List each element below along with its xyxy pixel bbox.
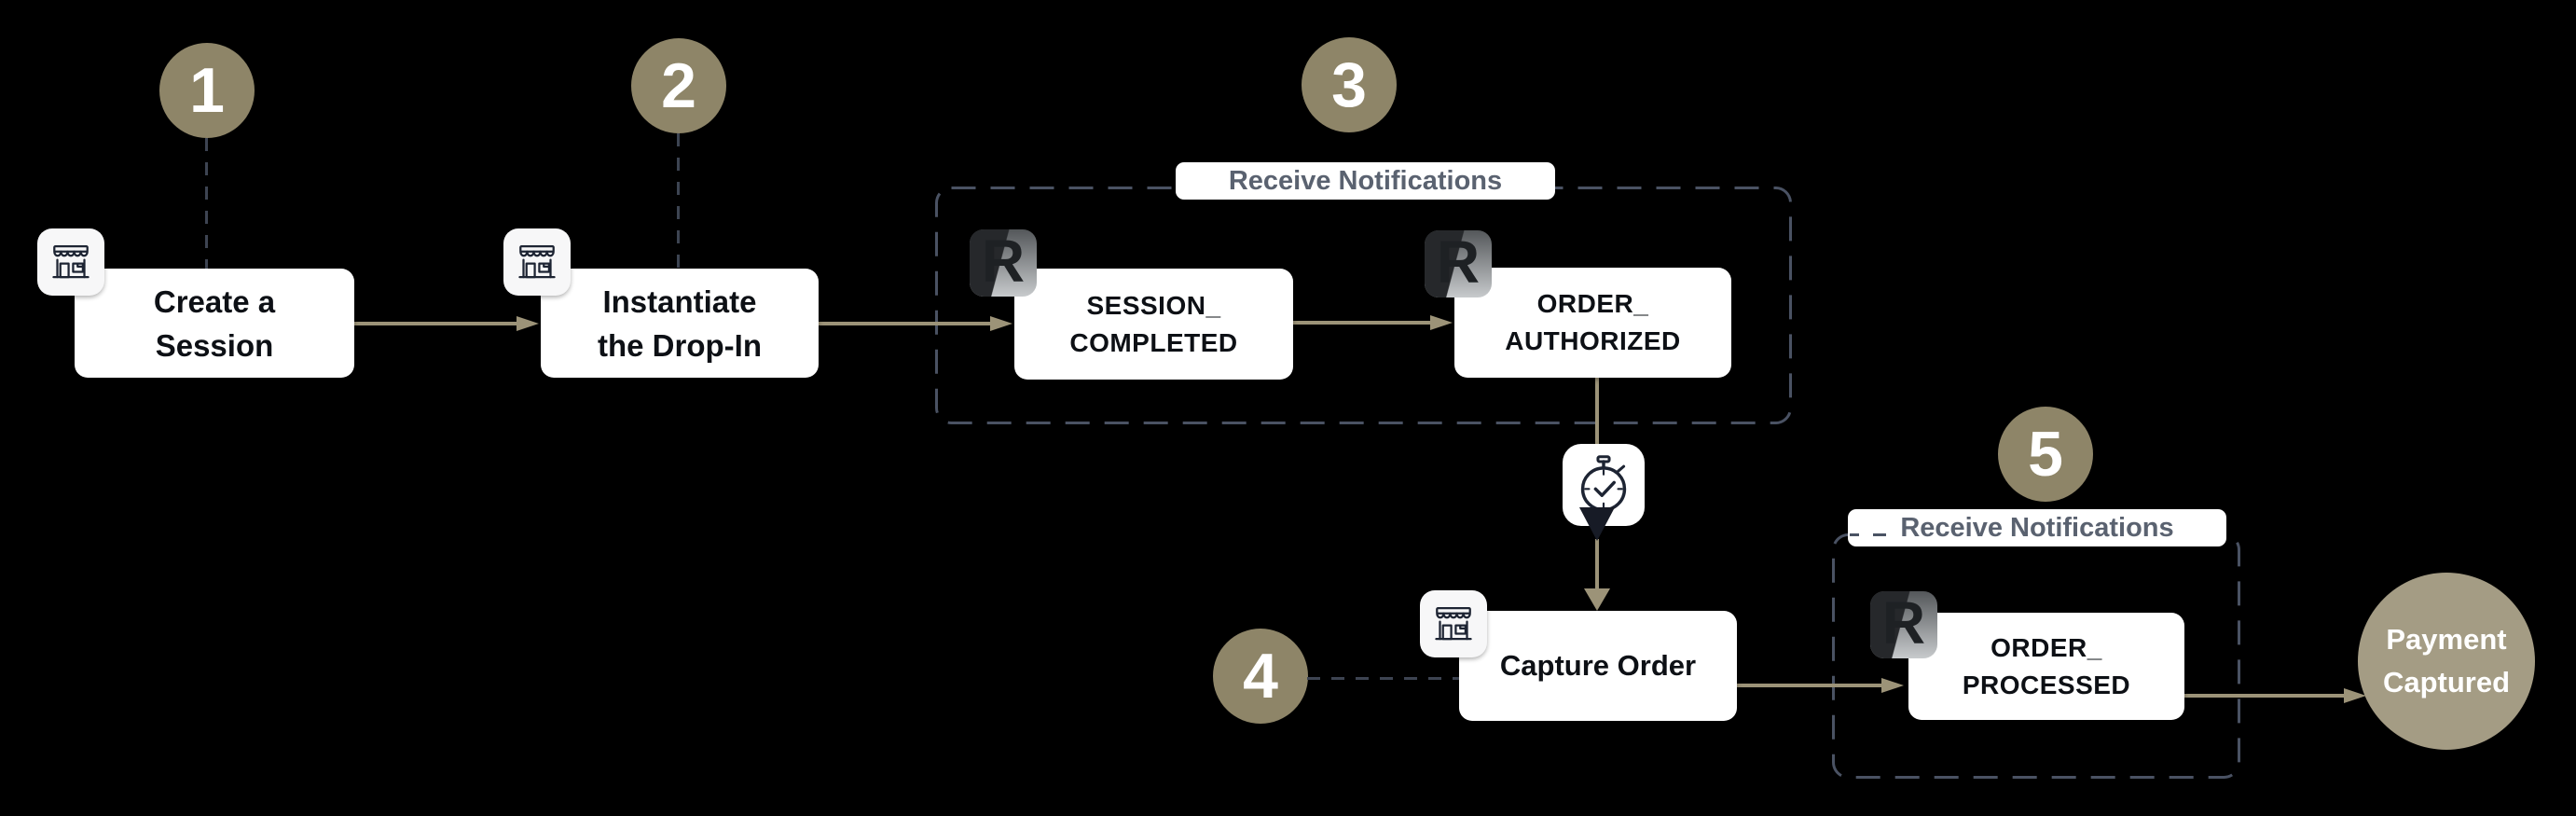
step-3-badge: 3	[1302, 37, 1397, 132]
arrowhead-timer-capture	[1584, 588, 1610, 611]
node-order-processed-line2: PROCESSED	[1962, 670, 2131, 699]
terminal-line2: Captured	[2382, 666, 2511, 698]
terminal-payment-captured: Payment Captured	[2358, 573, 2535, 750]
storefront-icon	[503, 228, 571, 296]
brand-r-icon: R	[970, 229, 1037, 297]
connector-2-3	[819, 322, 990, 325]
group-2-caption: Receive Notifications	[1848, 509, 2226, 546]
arrowhead-1-2	[517, 316, 539, 331]
step-2-badge: 2	[631, 38, 726, 133]
group-2-caption-text: Receive Notifications	[1900, 512, 2174, 543]
brand-r-letter: R	[981, 229, 1026, 295]
arrowhead-2-3	[990, 316, 1012, 331]
step-2-number: 2	[661, 50, 696, 121]
brand-r-icon: R	[1425, 230, 1492, 297]
node-capture-order-label: Capture Order	[1499, 649, 1697, 682]
brand-r-letter: R	[1436, 230, 1481, 296]
connector-1-2	[354, 322, 517, 325]
node-order-processed-line1: ORDER_	[1991, 632, 2102, 662]
arrowhead-session-order	[1430, 315, 1453, 330]
group-1-caption: Receive Notifications	[1176, 162, 1555, 200]
storefront-icon	[1420, 590, 1487, 657]
node-order-authorized-line1: ORDER_	[1536, 289, 1649, 318]
connector-step1-dashed	[205, 138, 208, 269]
node-session-completed: SESSION_ COMPLETED	[1014, 269, 1293, 380]
node-create-session-line1: Create a	[153, 284, 276, 319]
node-instantiate-dropin-line1: Instantiate	[602, 284, 757, 319]
brand-r-letter: R	[1881, 591, 1926, 657]
caption-border-dash	[1850, 533, 1859, 536]
step-1-badge: 1	[159, 43, 255, 138]
connector-capture-processed	[1737, 684, 1881, 687]
node-order-authorized-line2: AUTHORIZED	[1505, 326, 1681, 355]
connector-step2-dashed	[677, 133, 680, 269]
group-1-caption-text: Receive Notifications	[1228, 165, 1503, 196]
node-order-authorized: ORDER_ AUTHORIZED	[1454, 268, 1731, 378]
caption-border-dash	[1873, 533, 1886, 536]
node-session-completed-line1: SESSION_	[1086, 290, 1221, 320]
node-instantiate-dropin: Instantiate the Drop-In	[541, 269, 819, 378]
step-4-number: 4	[1243, 641, 1278, 712]
step-5-badge: 5	[1998, 407, 2093, 502]
node-create-session-line2: Session	[155, 327, 274, 363]
step-5-number: 5	[2028, 419, 2063, 490]
storefront-icon	[37, 228, 104, 296]
arrowhead-capture-processed	[1881, 678, 1904, 693]
step-4-badge: 4	[1213, 629, 1308, 724]
brand-r-icon: R	[1870, 591, 1937, 658]
stopwatch-icon	[1563, 444, 1645, 526]
step-1-number: 1	[189, 55, 225, 126]
connector-step4-dashed	[1307, 677, 1459, 680]
connector-timer-capture	[1595, 539, 1599, 588]
node-create-session: Create a Session	[75, 269, 354, 378]
stopwatch-pin-tail	[1579, 507, 1615, 541]
connector-session-order	[1293, 321, 1430, 325]
node-order-processed: ORDER_ PROCESSED	[1908, 613, 2184, 720]
node-instantiate-dropin-line2: the Drop-In	[598, 327, 762, 363]
connector-order-timer	[1595, 378, 1599, 444]
arrowhead-processed-payment	[2344, 688, 2366, 703]
node-session-completed-line2: COMPLETED	[1069, 327, 1238, 357]
node-capture-order: Capture Order	[1459, 611, 1737, 721]
step-3-number: 3	[1331, 49, 1367, 120]
connector-processed-payment	[2184, 694, 2344, 698]
terminal-line1: Payment	[2386, 623, 2507, 656]
receive-notifications-group-2	[1832, 533, 2240, 779]
